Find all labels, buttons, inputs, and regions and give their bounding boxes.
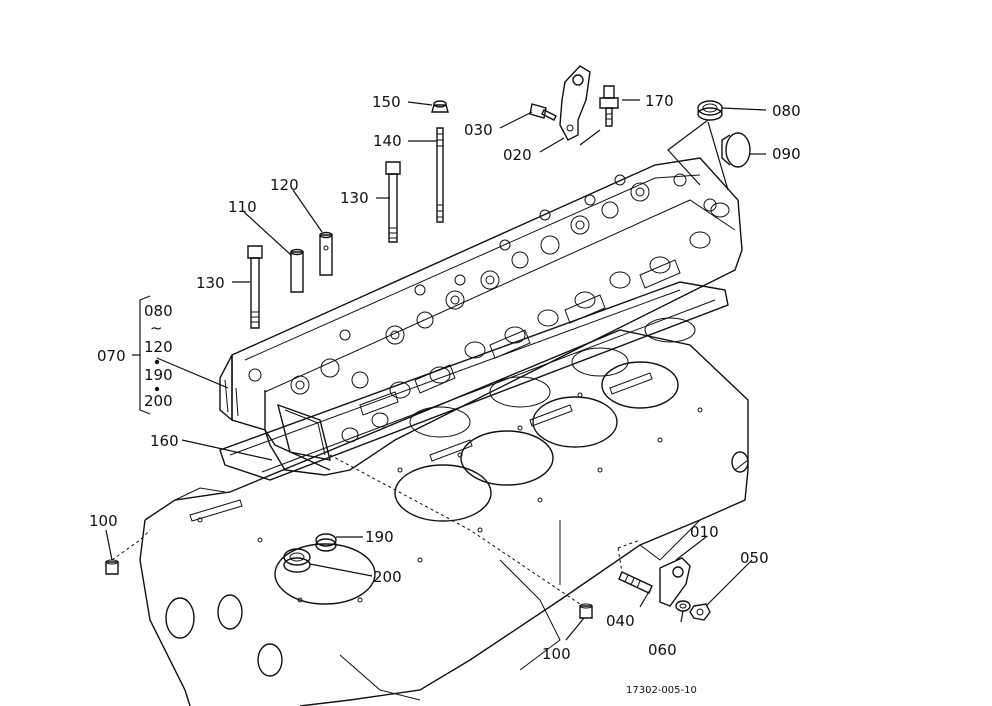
part-040-stud xyxy=(618,571,653,594)
part-140-stud xyxy=(436,127,444,223)
label-140: 140 xyxy=(373,132,402,150)
part-100-plug-right xyxy=(579,603,593,619)
part-150-cap-nut xyxy=(431,100,449,113)
kit-label-120: 120 xyxy=(144,338,173,356)
label-200: 200 xyxy=(373,568,402,586)
engine-block xyxy=(139,329,749,706)
part-080-seal xyxy=(697,100,723,121)
label-100-left: 100 xyxy=(89,512,118,530)
part-020-hanger xyxy=(559,65,591,141)
part-090-plug xyxy=(721,132,751,168)
label-110: 110 xyxy=(228,198,257,216)
label-080: 080 xyxy=(772,102,801,120)
part-170-sensor xyxy=(599,85,619,127)
part-190-seal xyxy=(315,533,337,552)
label-090: 090 xyxy=(772,145,801,163)
kit-label-tilde: ~ xyxy=(150,319,163,337)
label-190: 190 xyxy=(365,528,394,546)
leader-lines xyxy=(105,99,767,641)
label-030: 030 xyxy=(464,121,493,139)
label-160: 160 xyxy=(150,432,179,450)
part-200-seal xyxy=(283,548,311,573)
label-130-lower: 130 xyxy=(196,274,225,292)
label-070: 070 xyxy=(97,347,126,365)
part-030-bolt xyxy=(529,103,557,121)
label-010: 010 xyxy=(690,523,719,541)
part-110-sleeve xyxy=(290,248,304,293)
label-050: 050 xyxy=(740,549,769,567)
kit-label-190: 190 xyxy=(144,366,173,384)
label-120: 120 xyxy=(270,176,299,194)
part-060-washer xyxy=(675,600,691,612)
label-150: 150 xyxy=(372,93,401,111)
kit-dot-1 xyxy=(154,359,160,365)
part-120-sleeve xyxy=(319,231,333,276)
part-050-nut xyxy=(689,603,711,621)
part-labels: 150 140 130 120 110 130 030 020 170 080 … xyxy=(89,92,801,663)
label-100-right: 100 xyxy=(542,645,571,663)
kit-label-200: 200 xyxy=(144,392,173,410)
label-170: 170 xyxy=(645,92,674,110)
part-100-plug-left xyxy=(105,559,119,575)
kit-dot-2 xyxy=(154,386,160,392)
label-060: 060 xyxy=(648,641,677,659)
part-130-bolt-lower xyxy=(247,245,263,329)
label-040: 040 xyxy=(606,612,635,630)
cylinder-head xyxy=(219,157,743,476)
label-130-upper: 130 xyxy=(340,189,369,207)
kit-label-080: 080 xyxy=(144,302,173,320)
part-130-bolt-upper xyxy=(385,161,401,243)
part-010-eye xyxy=(659,557,691,607)
kit-group: 080 ~ 120 190 200 xyxy=(144,302,173,410)
figure-code: 17302-005-10 xyxy=(626,685,697,696)
label-020: 020 xyxy=(503,146,532,164)
